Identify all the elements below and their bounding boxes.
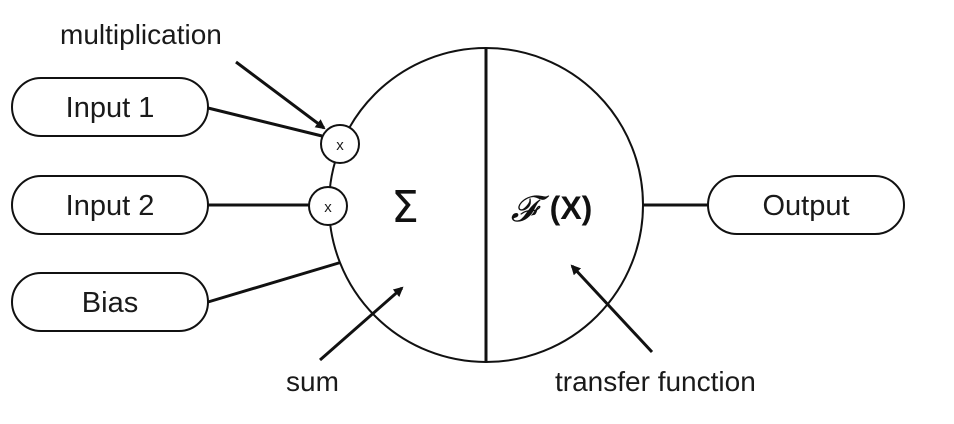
input1-connector <box>207 106 323 138</box>
bias-node: Bias <box>11 272 209 332</box>
input1-node: Input 1 <box>11 77 209 137</box>
bias-label: Bias <box>82 287 138 319</box>
input2-label: Input 2 <box>66 190 155 222</box>
sum-arrow <box>319 286 404 362</box>
output-label: Output <box>762 190 849 222</box>
input1-label: Input 1 <box>66 92 155 124</box>
transfer-function-caption: transfer function <box>555 366 756 397</box>
multiplication-caption: multiplication <box>60 19 222 50</box>
multiplication-arrow <box>235 60 326 130</box>
neuron-body: Σ 𝓕 (X) <box>328 47 644 363</box>
multiplication-node-1: x <box>320 124 360 164</box>
transfer-function-symbol: 𝓕 (X) <box>511 189 593 230</box>
output-node: Output <box>707 175 905 235</box>
sum-caption: sum <box>286 366 339 397</box>
input2-node: Input 2 <box>11 175 209 235</box>
transfer-function-arrow <box>570 264 654 354</box>
sum-symbol: Σ <box>391 182 419 233</box>
function-argument: (X) <box>550 190 593 226</box>
mult1-symbol: x <box>336 137 344 154</box>
multiplication-node-2: x <box>308 186 348 226</box>
mult2-symbol: x <box>324 199 332 216</box>
bias-connector <box>207 260 343 304</box>
